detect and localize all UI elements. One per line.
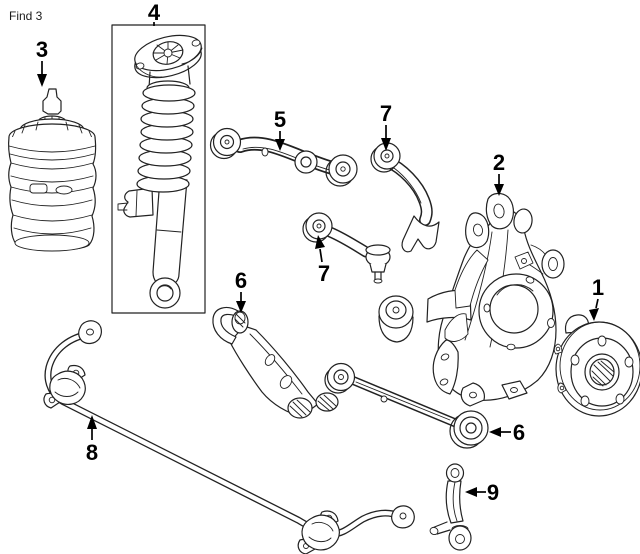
callout-6a[interactable]: 6 (235, 268, 247, 313)
part-upper-link-front[interactable] (209, 127, 358, 187)
callout-7a-arrow (381, 138, 391, 151)
part-stabilizer-bar[interactable] (43, 320, 415, 554)
part-4-frame-box (111, 24, 206, 314)
part-upper-link-rear-top[interactable] (370, 142, 440, 253)
callout-7b-label: 7 (318, 261, 330, 286)
part-stabilizer-link[interactable] (429, 463, 472, 551)
part-spring-control-arm[interactable] (212, 306, 339, 419)
callout-5[interactable]: 5 (274, 107, 286, 151)
part-shock-absorber[interactable] (117, 29, 205, 309)
callout-2[interactable]: 2 (493, 150, 505, 196)
callout-8-arrow (87, 415, 97, 429)
callout-6b[interactable]: 6 (489, 420, 525, 445)
callout-5-label: 5 (274, 107, 286, 132)
callout-2-arrow (494, 184, 504, 196)
callout-4[interactable]: 4 (148, 0, 161, 26)
callout-7b-arrow (315, 235, 325, 249)
callout-9-arrow (465, 487, 477, 497)
callout-6b-arrow (489, 427, 501, 437)
callout-8-label: 8 (86, 440, 98, 465)
part-air-spring[interactable] (8, 88, 97, 252)
callout-9-label: 9 (487, 480, 499, 505)
callout-1-arrow (589, 308, 599, 321)
callout-7a[interactable]: 7 (380, 101, 392, 151)
callout-6b-label: 6 (513, 420, 525, 445)
part-upper-link-rear-bottom[interactable] (302, 212, 391, 284)
callout-1-line (595, 298, 599, 309)
callout-7b-line (319, 248, 323, 263)
callout-5-arrow (275, 139, 285, 151)
callout-3-label: 3 (36, 37, 48, 62)
callout-4-label: 4 (148, 0, 161, 25)
callout-6a-label: 6 (235, 268, 247, 293)
callout-2-label: 2 (493, 150, 505, 175)
callout-8[interactable]: 8 (86, 415, 98, 465)
callout-7a-label: 7 (380, 101, 392, 126)
callout-7b[interactable]: 7 (315, 235, 330, 286)
callout-1[interactable]: 1 (589, 275, 604, 321)
callout-3-arrow (37, 74, 47, 87)
callout-3[interactable]: 3 (36, 37, 48, 87)
part-knuckle[interactable] (378, 192, 565, 407)
part-track-rod[interactable] (324, 362, 489, 449)
callout-9[interactable]: 9 (465, 480, 499, 505)
callout-6a-arrow (236, 301, 246, 313)
callout-1-label: 1 (592, 275, 604, 300)
find-count-label: Find 3 (9, 9, 43, 23)
part-wheel-hub[interactable] (553, 314, 640, 417)
